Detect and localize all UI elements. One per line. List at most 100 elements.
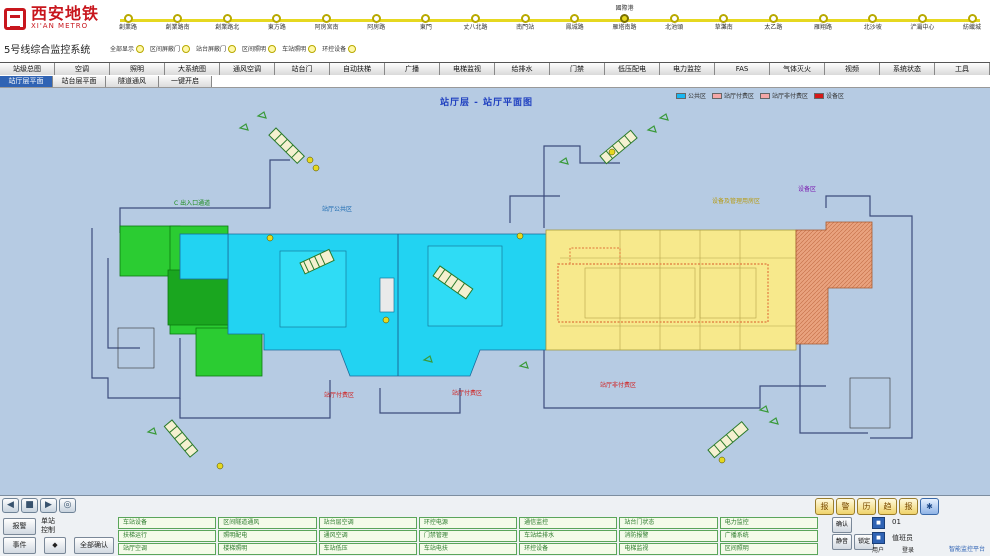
function-icon[interactable]: 警 xyxy=(836,498,855,515)
tool-icon-group: ◀■▶◎ xyxy=(2,498,76,513)
station-dot-icon xyxy=(868,14,878,23)
subsystem-status-cell[interactable]: 车站电扶 xyxy=(418,543,518,555)
tool-icon[interactable]: ◎ xyxy=(59,498,76,513)
station-3[interactable]: 東方路 xyxy=(249,14,305,31)
footer-brand: 智能监控平台 xyxy=(948,546,985,553)
function-icon[interactable]: ✱ xyxy=(920,498,939,515)
tab-6[interactable]: 自动扶梯 xyxy=(330,63,385,75)
subtab-1[interactable]: 站台层平面 xyxy=(53,76,106,87)
subsystem-status-cell[interactable]: 电力监控 xyxy=(719,517,818,529)
tab-8[interactable]: 电梯监视 xyxy=(440,63,495,75)
station-label: 雁翔路 xyxy=(814,24,833,31)
station-15[interactable]: 北沙坡 xyxy=(845,14,901,31)
header-legend-item[interactable]: 全部显示 xyxy=(110,44,145,53)
station-dot-icon xyxy=(322,14,332,23)
header-legend-item[interactable]: 环控设备 xyxy=(322,44,357,53)
station-1[interactable]: 創業路南 xyxy=(150,14,206,31)
logo-chinese-text: 西安地铁 xyxy=(31,4,100,23)
toggle-ring-icon xyxy=(268,44,277,53)
subsystem-status-cell[interactable]: 区间隧道通风 xyxy=(218,517,317,529)
tab-9[interactable]: 给排水 xyxy=(495,63,550,75)
function-icon[interactable]: 历 xyxy=(857,498,876,515)
tab-15[interactable]: 视频 xyxy=(825,63,880,75)
subsystem-status-cell[interactable]: 车站低压 xyxy=(318,543,417,555)
silence-button[interactable]: 静音 xyxy=(832,534,852,550)
subsystem-status-cell[interactable]: 站台层空调 xyxy=(318,517,417,529)
user-id: 01 xyxy=(892,518,901,526)
ack-button[interactable]: 确认 xyxy=(832,517,852,533)
station-2[interactable]: 創業路北 xyxy=(199,14,255,31)
subsystem-status-cell[interactable]: 站台门状态 xyxy=(619,517,718,529)
header-legend-item[interactable]: 区间屏蔽门 xyxy=(150,44,191,53)
header-legend-item[interactable]: 车站照明 xyxy=(282,44,317,53)
station-10[interactable]: 國際港雁塔南路 xyxy=(596,5,652,31)
tab-5[interactable]: 站台门 xyxy=(275,63,330,75)
outline-bottom xyxy=(543,338,826,409)
tab-16[interactable]: 系统状态 xyxy=(880,63,935,75)
station-7[interactable]: 丈八北路 xyxy=(448,14,504,31)
tab-17[interactable]: 工具 xyxy=(935,63,990,75)
subsystem-status-cell[interactable]: 电梯监视 xyxy=(619,543,718,555)
function-icon[interactable]: 报 xyxy=(815,498,834,515)
station-0[interactable]: 創業路 xyxy=(100,14,156,31)
station-13[interactable]: 太乙路 xyxy=(745,14,801,31)
alarm-button[interactable]: 报警 xyxy=(3,518,36,535)
subsystem-status-cell[interactable]: 门禁管理 xyxy=(418,530,518,542)
subsystem-status-cell[interactable]: 车站给排水 xyxy=(519,530,618,542)
tab-12[interactable]: 电力监控 xyxy=(660,63,715,75)
arrow-button[interactable]: ◆ xyxy=(44,537,66,554)
station-17[interactable]: 紡織城 xyxy=(944,14,990,31)
subsystem-status-cell[interactable]: 消防报警 xyxy=(619,530,718,542)
event-button[interactable]: 事件 xyxy=(3,537,36,554)
station-12[interactable]: 草灘南 xyxy=(696,14,752,31)
tab-14[interactable]: 气体灭火 xyxy=(770,63,825,75)
subsystem-status-cell[interactable]: 楼梯照明 xyxy=(218,543,317,555)
station-8[interactable]: 南門站 xyxy=(497,14,553,31)
station-16[interactable]: 浐灞中心 xyxy=(894,14,950,31)
header-legend-item[interactable]: 区间照明 xyxy=(242,44,277,53)
station-11[interactable]: 北池頭 xyxy=(646,14,702,31)
confirm-all-button[interactable]: 全部确认 xyxy=(74,537,114,554)
subsystem-status-cell[interactable]: 环控设备 xyxy=(519,543,618,555)
zone-cyan-left xyxy=(179,233,229,280)
station-5[interactable]: 阿房路 xyxy=(348,14,404,31)
function-icon[interactable]: 趋 xyxy=(878,498,897,515)
subtab-3[interactable]: 一键开启 xyxy=(159,76,212,87)
subsystem-status-cell[interactable]: 通风空调 xyxy=(318,530,417,542)
tab-13[interactable]: FAS xyxy=(715,63,770,75)
tab-3[interactable]: 大系统图 xyxy=(165,63,220,75)
tab-7[interactable]: 广播 xyxy=(385,63,440,75)
tab-4[interactable]: 通风空调 xyxy=(220,63,275,75)
tab-2[interactable]: 照明 xyxy=(110,63,165,75)
tab-10[interactable]: 门禁 xyxy=(550,63,605,75)
subsystem-status-cell[interactable]: 车站设备 xyxy=(118,517,217,529)
tool-icon[interactable]: ▶ xyxy=(40,498,57,513)
subtab-0[interactable]: 站厅层平面 xyxy=(0,76,53,87)
zone-label-red-2: 站厅付费区 xyxy=(452,390,483,397)
function-icon[interactable]: 报 xyxy=(899,498,918,515)
escalator-icon xyxy=(432,265,474,300)
subsystem-status-cell[interactable]: 环控电源 xyxy=(418,517,518,529)
tab-11[interactable]: 低压配电 xyxy=(605,63,660,75)
lock-button[interactable]: 锁定 xyxy=(854,534,874,550)
tool-icon[interactable]: ■ xyxy=(21,498,38,513)
header-legend-item[interactable]: 站台屏蔽门 xyxy=(196,44,237,53)
subsystem-status-cell[interactable]: 照明配电 xyxy=(218,530,317,542)
station-6[interactable]: 東門 xyxy=(398,14,454,31)
station-4[interactable]: 阿房宮南 xyxy=(299,14,355,31)
escalator-icon xyxy=(268,127,305,165)
station-9[interactable]: 鳳城路 xyxy=(547,14,603,31)
subtab-2[interactable]: 隧道通风 xyxy=(106,76,159,87)
metro-line-track xyxy=(120,19,980,22)
toggle-ring-icon xyxy=(348,44,357,53)
tab-1[interactable]: 空调 xyxy=(55,63,110,75)
subsystem-status-cell[interactable]: 广播系统 xyxy=(719,530,818,542)
subsystem-status-cell[interactable]: 通信监控 xyxy=(519,517,618,529)
tool-icon[interactable]: ◀ xyxy=(2,498,19,513)
subsystem-status-cell[interactable]: 站厅空调 xyxy=(118,543,217,555)
subsystem-status-cell[interactable]: 区间照明 xyxy=(719,543,818,555)
station-14[interactable]: 雁翔路 xyxy=(795,14,851,31)
tab-0[interactable]: 站级总图 xyxy=(0,63,55,75)
subsystem-status-cell[interactable]: 扶梯运行 xyxy=(118,530,217,542)
station-dot-icon xyxy=(967,14,977,23)
